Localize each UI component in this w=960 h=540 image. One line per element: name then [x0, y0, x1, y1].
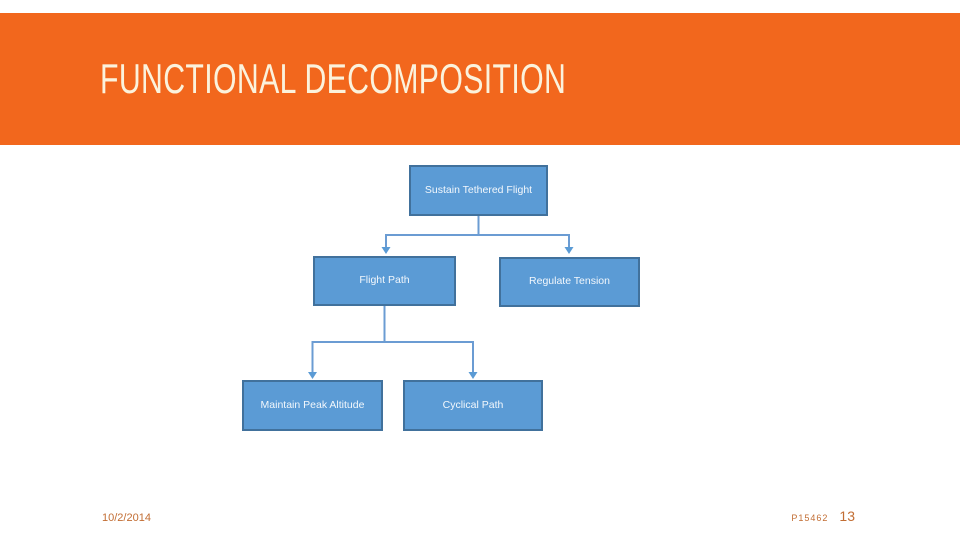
node-flight-path: Flight Path: [313, 256, 456, 306]
footer-project-code: P15462: [791, 513, 829, 523]
footer-date: 10/2/2014: [102, 512, 151, 524]
node-regulate-tension: Regulate Tension: [499, 257, 640, 307]
node-cyclical-path: Cyclical Path: [403, 380, 543, 431]
header-band: [0, 13, 960, 145]
footer-page-number: 13: [839, 508, 855, 524]
node-sustain-tethered-flight: Sustain Tethered Flight: [409, 165, 548, 216]
node-maintain-peak-altitude: Maintain Peak Altitude: [242, 380, 383, 431]
footer-right: P15462 13: [791, 508, 855, 524]
slide-title: FUNCTIONAL DECOMPOSITION: [100, 55, 567, 102]
